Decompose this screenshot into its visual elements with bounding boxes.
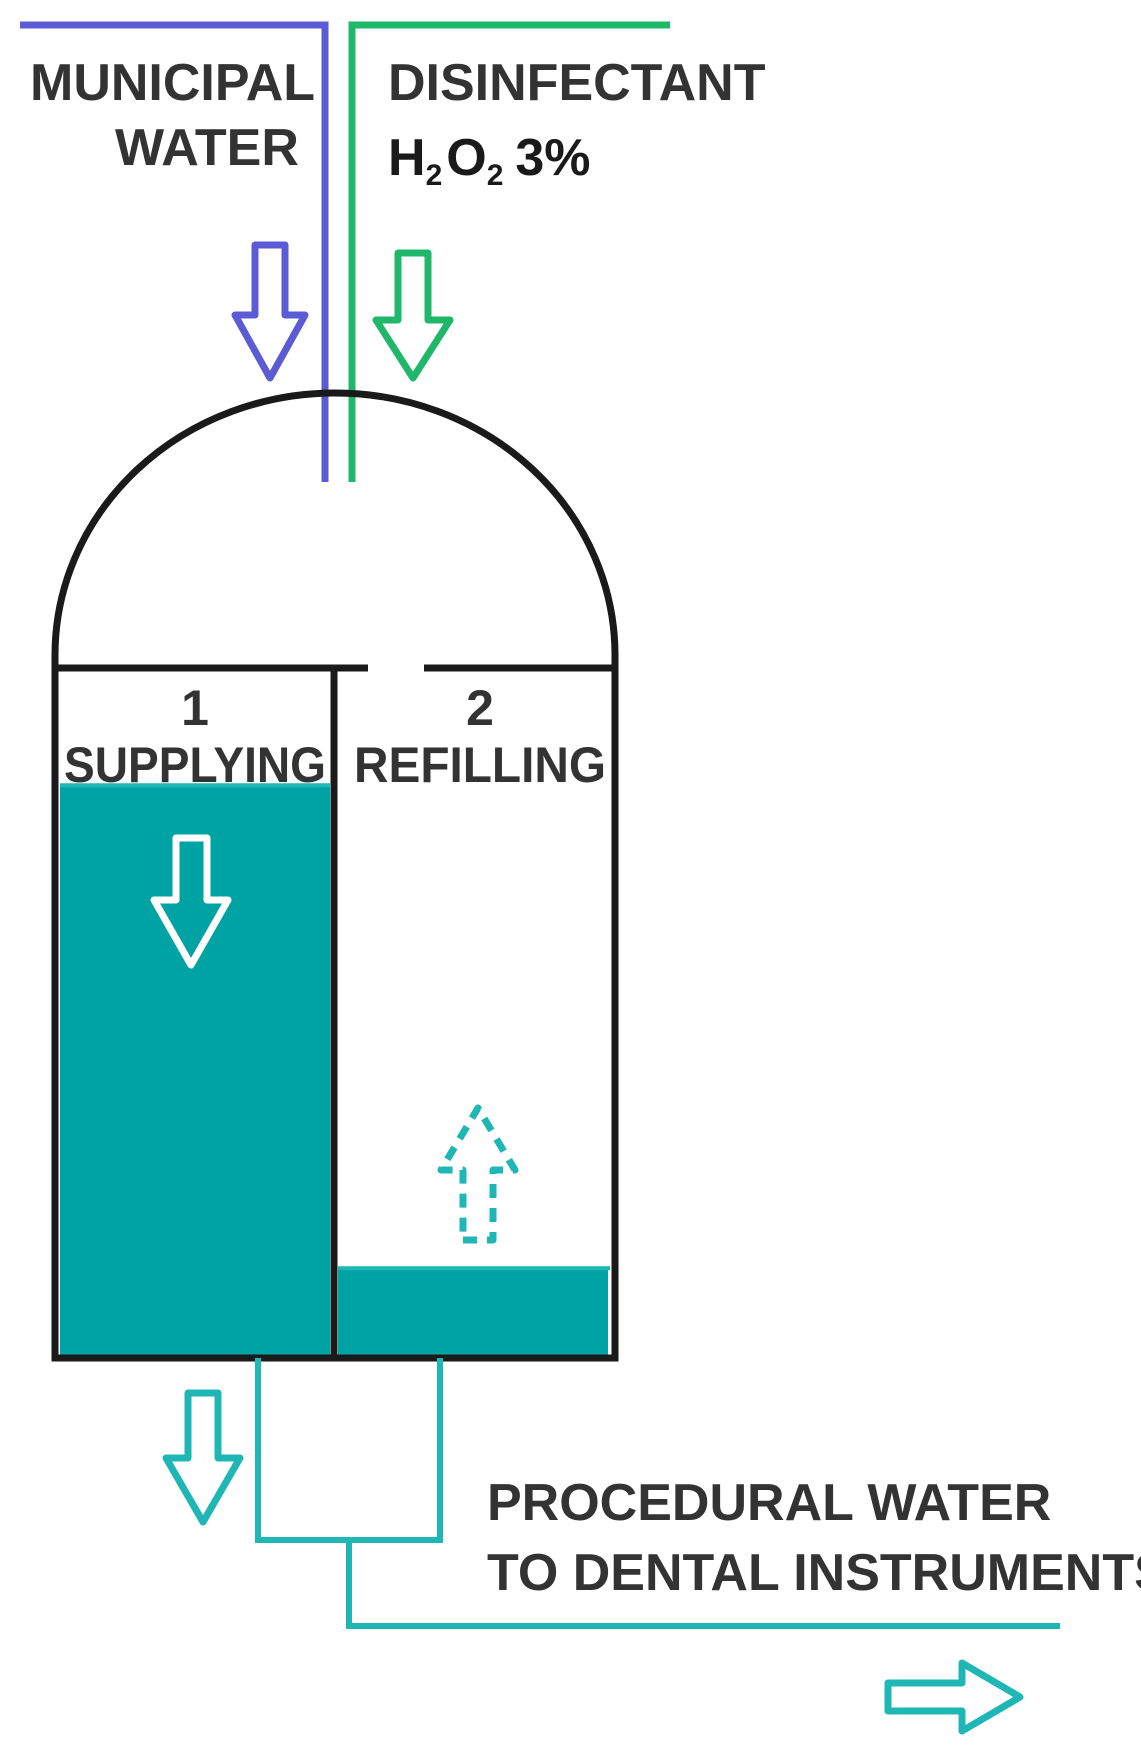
output-label-line1: PROCEDURAL WATER	[487, 1474, 1051, 1532]
outlet-right-arrow-icon	[884, 1659, 1024, 1735]
municipal-label-line2: WATER	[115, 119, 299, 177]
disinfectant-pipe	[348, 21, 670, 482]
disinfectant-down-arrow-icon	[372, 249, 454, 382]
municipal-label-line1: MUNICIPAL	[30, 54, 315, 112]
chamber-1-label: SUPPLYING	[64, 737, 326, 793]
refill-dashed-up-arrow-icon	[437, 1104, 519, 1244]
tank-outline	[51, 389, 619, 1362]
formula-percent: 3%	[515, 129, 590, 187]
output-label-line2: TO DENTAL INSTRUMENTS	[487, 1544, 1141, 1602]
disinfectant-label-line1: DISINFECTANT	[388, 54, 766, 112]
chamber-2-number: 2	[466, 680, 494, 736]
municipal-down-arrow-icon	[231, 241, 309, 382]
drain-down-arrow-icon	[162, 1389, 244, 1526]
chamber-1-number: 1	[181, 680, 209, 736]
outlet-pipe-left	[255, 1358, 443, 1543]
formula-h: H	[388, 129, 426, 187]
outlet-pipe-main	[346, 1540, 1060, 1629]
outlet-piping	[255, 1358, 1060, 1629]
chamber-1-water	[60, 785, 330, 1358]
supply-down-arrow-icon	[150, 834, 232, 969]
chamber-2-water	[338, 1268, 608, 1358]
chamber-2-label: REFILLING	[354, 737, 606, 793]
municipal-water-pipe	[20, 21, 329, 482]
tank-dome	[51, 389, 619, 656]
formula-o-subscript: 2	[487, 159, 504, 192]
formula-h-subscript: 2	[426, 159, 443, 192]
formula-o: O	[446, 129, 486, 187]
